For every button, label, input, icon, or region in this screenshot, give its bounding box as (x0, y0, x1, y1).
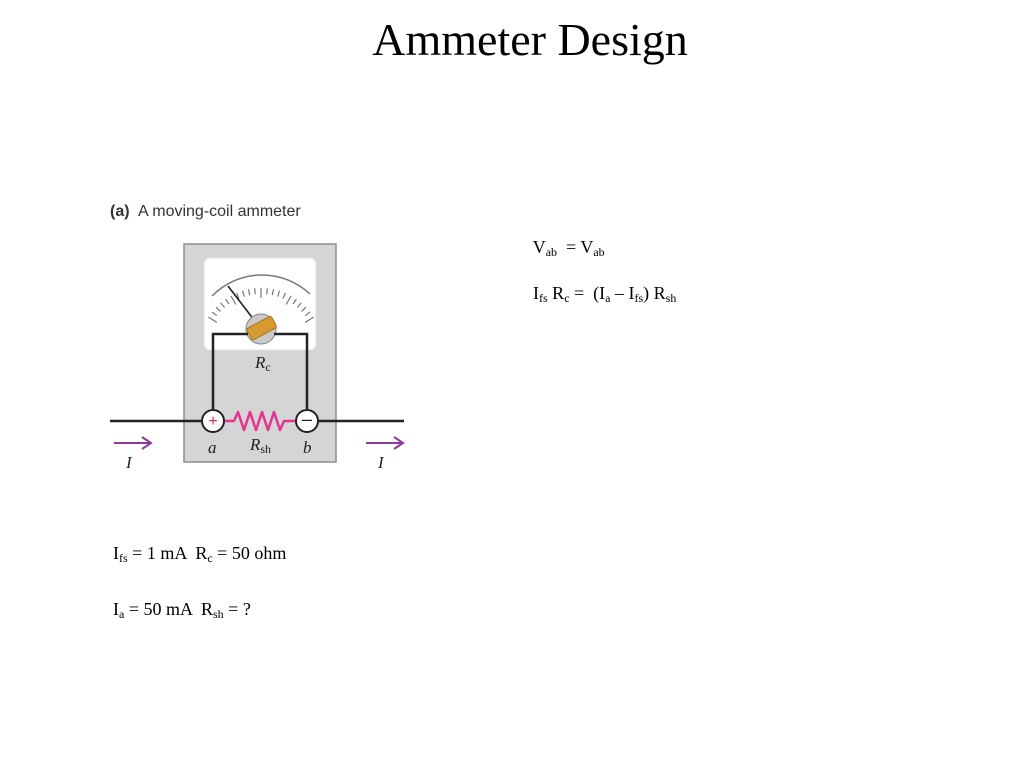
slide-title: Ammeter Design (372, 14, 688, 65)
dial-tick (271, 289, 275, 296)
dial-tick (241, 290, 245, 297)
dial-tick (208, 316, 218, 323)
shunt-resistance-label: Rsh (249, 435, 271, 456)
coil-lead-left (211, 332, 248, 409)
terminal-a (201, 409, 225, 433)
dial-tick (282, 292, 286, 299)
dial-tick (301, 306, 307, 312)
dial-tick (211, 311, 218, 317)
dial-tick (304, 316, 314, 323)
dial-scale-ticks (208, 288, 314, 323)
given-line-1: Ifs = 1 mA Rc = 50 ohm (113, 543, 287, 565)
coil-winding (246, 315, 277, 341)
current-label-left: I (125, 453, 133, 472)
given-line-2: Ia = 50 mA Rsh = ? (113, 599, 251, 621)
dial-tick (292, 298, 297, 305)
dial-tick (254, 288, 256, 295)
dial-tick (220, 302, 226, 308)
dial-tick (266, 288, 268, 295)
ammeter-diagram: (a) A moving-coil ammeter + – Rc Rsh a b… (110, 203, 405, 472)
figure-caption-tag: (a) (110, 203, 130, 220)
current-arrow-right (366, 436, 405, 450)
dial-tick (236, 292, 240, 299)
equation-current-resistance: Ifs Rc = (Ia – Ifs) Rsh (533, 283, 677, 305)
coil-lead-right (274, 332, 309, 409)
equation-voltage-equality: Vab = Vab (532, 237, 605, 259)
terminal-a-label: a (208, 438, 217, 457)
shunt-resistor (225, 410, 295, 432)
terminal-plus-sign: + (208, 413, 217, 430)
current-label-right: I (377, 453, 385, 472)
dial-tick (215, 306, 221, 312)
coil-resistance-label: Rc (254, 353, 271, 374)
dial-tick (225, 298, 230, 305)
terminal-b (295, 409, 319, 433)
dial-tick (277, 290, 281, 297)
dial-tick (230, 295, 237, 305)
current-arrow-left (114, 436, 153, 450)
terminal-b-label: b (303, 438, 312, 457)
dial-tick (247, 289, 251, 296)
figure-caption-text: A moving-coil ammeter (138, 203, 301, 220)
dial-tick (285, 295, 292, 305)
terminal-minus-sign: – (302, 409, 312, 429)
dial-tick (304, 311, 311, 317)
dial-scale-arc (211, 274, 311, 297)
dial-tick (296, 302, 302, 308)
